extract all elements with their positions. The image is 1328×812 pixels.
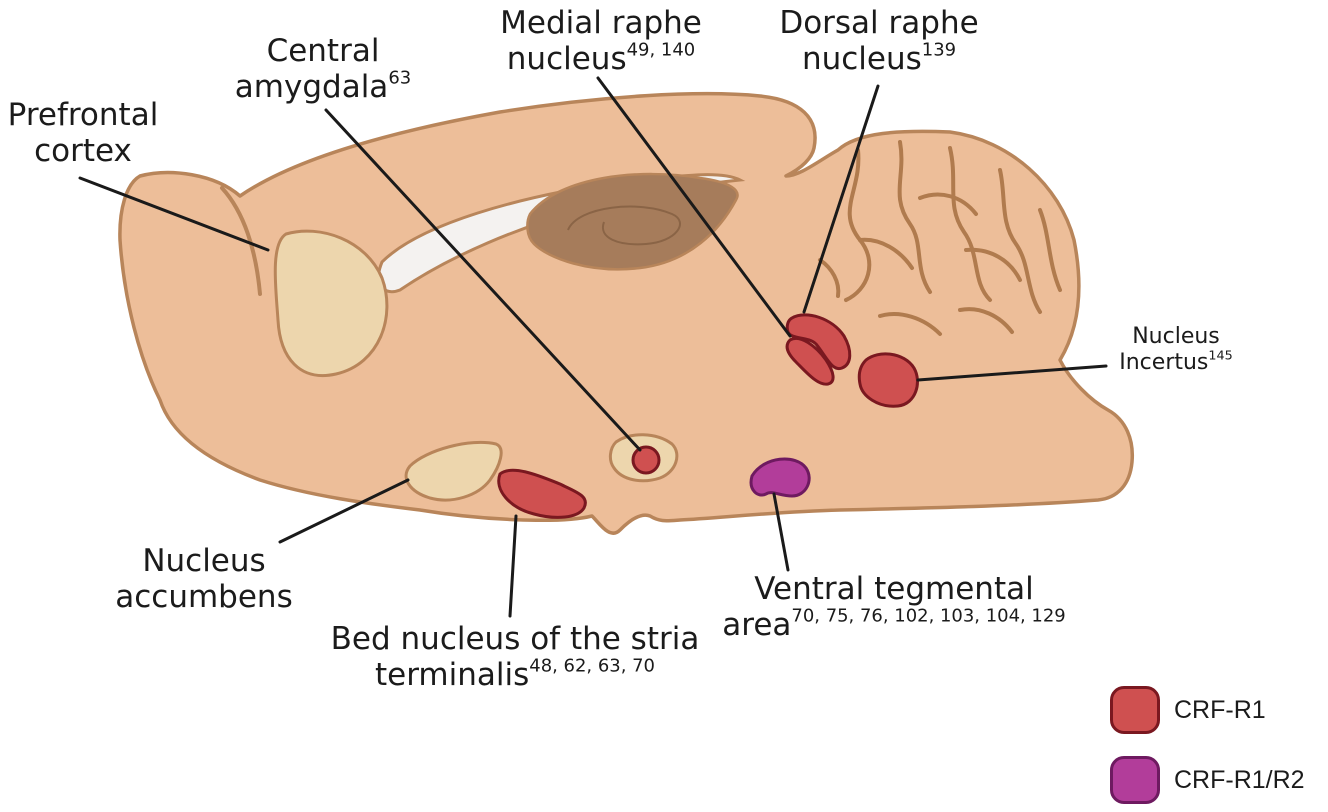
central-amygdala-label: Central amygdala63 <box>230 34 416 106</box>
incertus-line2: Incertus145 <box>1108 350 1244 376</box>
medial-raphe-line1: Medial raphe <box>490 6 712 42</box>
legend-label-crf-r1: CRF-R1 <box>1174 696 1266 725</box>
legend-swatch-crf-r1 <box>1110 686 1160 734</box>
medial-raphe-line2: nucleus49, 140 <box>490 42 712 78</box>
vta-label: Ventral tegmental area70, 75, 76, 102, 1… <box>702 572 1086 644</box>
dorsal-raphe-label: Dorsal raphe nucleus139 <box>770 6 988 78</box>
legend-item-crf-r1: CRF-R1 <box>1110 686 1266 734</box>
medial-raphe-label: Medial raphe nucleus49, 140 <box>490 6 712 78</box>
legend-swatch-crf-r1-r2 <box>1110 756 1160 804</box>
dorsal-raphe-ref: 139 <box>922 39 956 60</box>
leader-bnst <box>510 516 516 616</box>
nucleus-incertus-marker <box>859 354 917 406</box>
vta-line2: area70, 75, 76, 102, 103, 104, 129 <box>702 608 1086 644</box>
nucleus-accumbens-label: Nucleus accumbens <box>110 544 298 616</box>
prefrontal-line1: Prefrontal <box>4 98 162 134</box>
dorsal-raphe-line1: Dorsal raphe <box>770 6 988 42</box>
bnst-label: Bed nucleus of the stria terminalis48, 6… <box>326 622 704 694</box>
accumbens-line1: Nucleus <box>110 544 298 580</box>
vta-ref: 70, 75, 76, 102, 103, 104, 129 <box>791 605 1065 626</box>
amygdala-line1: Central <box>230 34 416 70</box>
vta-line1: Ventral tegmental <box>702 572 1086 608</box>
dorsal-raphe-line2: nucleus139 <box>770 42 988 78</box>
amygdala-ref: 63 <box>388 67 411 88</box>
prefrontal-cortex-label: Prefrontal cortex <box>4 98 162 170</box>
legend-item-crf-r1-r2: CRF-R1/R2 <box>1110 756 1305 804</box>
central-amygdala-marker <box>633 447 659 473</box>
prefrontal-line2: cortex <box>4 134 162 170</box>
incertus-line1: Nucleus <box>1108 324 1244 350</box>
amygdala-line2: amygdala63 <box>230 70 416 106</box>
legend-label-crf-r1-r2: CRF-R1/R2 <box>1174 766 1305 795</box>
bnst-line1: Bed nucleus of the stria <box>326 622 704 658</box>
nucleus-incertus-label: Nucleus Incertus145 <box>1108 324 1244 375</box>
bnst-line2: terminalis48, 62, 63, 70 <box>326 658 704 694</box>
incertus-ref: 145 <box>1208 348 1232 363</box>
medial-raphe-ref: 49, 140 <box>627 39 696 60</box>
bnst-ref: 48, 62, 63, 70 <box>529 655 655 676</box>
accumbens-line2: accumbens <box>110 580 298 616</box>
